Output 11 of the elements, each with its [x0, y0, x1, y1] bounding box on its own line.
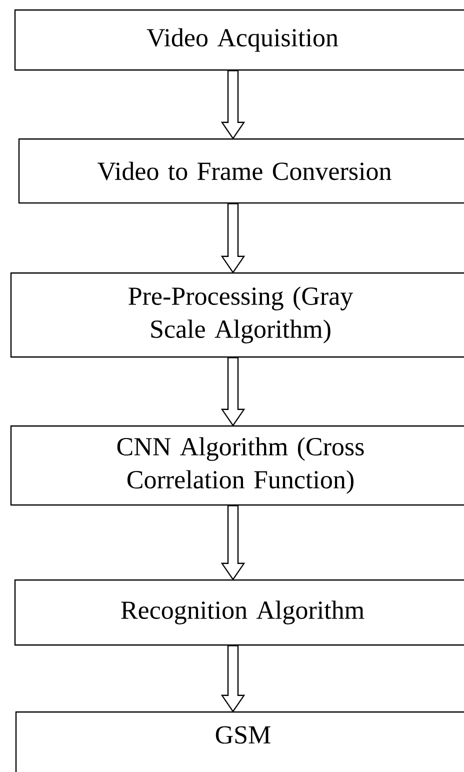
process-box: CNN Algorithm (Cross Correlation Function): [10, 425, 464, 506]
arrow: [220, 357, 246, 426]
process-box: GSM: [15, 711, 464, 772]
process-box: Pre-Processing (Gray Scale Algorithm): [10, 272, 464, 358]
arrow: [220, 70, 246, 140]
arrow: [220, 645, 246, 712]
process-box: Video Acquisition: [14, 9, 464, 71]
arrow: [220, 505, 246, 580]
process-box: Video to Frame Conversion: [18, 138, 464, 204]
process-box: Recognition Algorithm: [14, 579, 464, 646]
arrow: [220, 203, 246, 274]
